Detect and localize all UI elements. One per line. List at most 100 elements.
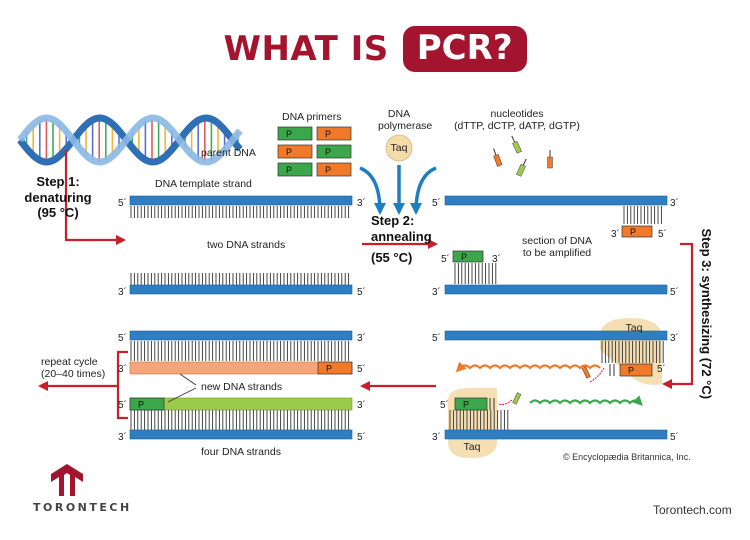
primer-letter: P [286, 129, 292, 139]
website-link[interactable]: Torontech.com [653, 503, 732, 517]
dna-strand [444, 330, 668, 341]
annealing-arrow [410, 166, 437, 215]
taq-label-lower: Taq [463, 441, 481, 453]
nucleotide-tail [522, 158, 527, 166]
primer-box [277, 162, 313, 177]
end-label: 5´ [658, 229, 667, 240]
step1-label: Step 1: denaturing (95 °C) [24, 174, 92, 221]
step2-line2: annealing [371, 228, 432, 244]
section-line1: section of DNA [521, 235, 593, 247]
end-label: 5´ [432, 333, 441, 344]
nucleotide [493, 148, 503, 167]
repeat-cycle-label: repeat cycle (20–40 times) [41, 356, 105, 380]
nucleotide [511, 135, 522, 154]
primer-letter: P [325, 165, 331, 175]
primer-orange: P [277, 144, 313, 159]
primer-letter: P [325, 129, 331, 139]
pointer-line [167, 387, 197, 403]
primer-annealed: P [621, 225, 653, 238]
step1-line1: Step 1: [36, 174, 80, 189]
template-strand [129, 195, 353, 206]
primer-letter: P [461, 252, 467, 262]
step1-arrow [64, 150, 126, 245]
primer-orange: P [316, 162, 352, 177]
primer-box [454, 397, 488, 411]
end-label: 5´ [440, 400, 449, 411]
dna-polymerase-line1: DNA [387, 108, 411, 120]
page-title: WHAT IS PCR? [0, 26, 750, 72]
added-nucleotides [609, 364, 615, 376]
nucleotides-line1: nucleotides [490, 108, 544, 120]
repeat-line2: (20–40 times) [41, 368, 106, 381]
nucleotide-body [512, 140, 522, 154]
primer-box [277, 126, 313, 141]
title-highlight: PCR? [402, 26, 527, 72]
dna-strand [129, 330, 353, 341]
nucleotide [547, 150, 553, 169]
primer-green: P [277, 162, 313, 177]
primer-in-new-strand: P [129, 397, 165, 411]
repeat-line1: repeat cycle [41, 356, 98, 368]
dna-strand [444, 284, 668, 295]
primer-annealed: P [452, 250, 484, 263]
torontech-logo-icon [51, 464, 83, 496]
end-label: 5´ [670, 432, 679, 443]
dna-polymerase-label: DNA polymerase [378, 108, 432, 132]
section-label: section of DNA to be amplified [508, 235, 606, 259]
nucleotide-body [493, 154, 503, 167]
end-label: 3´ [432, 287, 441, 298]
base-pairs [449, 410, 509, 430]
primer-letter: P [326, 364, 332, 374]
step2-line1: Step 2: [371, 213, 415, 228]
nucleotide-body [516, 163, 526, 177]
end-label: 5´ [118, 198, 127, 209]
primer-extending: P [619, 363, 653, 377]
incoming-nucleotide [581, 366, 591, 379]
primer-letter: P [325, 147, 331, 157]
dna-strand [444, 429, 668, 440]
new-strands-label: new DNA strands [201, 381, 283, 393]
parent-dna-helix [17, 114, 243, 166]
primer-letter: P [463, 400, 469, 410]
taq-label-upper: Taq [625, 322, 643, 334]
end-label: 3´ [357, 198, 366, 209]
end-label: 3´ [432, 432, 441, 443]
primer-box [621, 225, 653, 238]
end-label: 5´ [357, 432, 366, 443]
end-label: 3´ [118, 364, 127, 375]
dna-primers-label: DNA primers [282, 111, 342, 123]
base-pairs [130, 206, 350, 218]
step3-label: Step 3: synthesizing (72 °C) [698, 228, 714, 400]
end-label: 3´ [357, 400, 366, 411]
primer-green: P [316, 144, 352, 159]
primer-letter: P [628, 366, 634, 376]
step1-line2: denaturing [24, 189, 92, 205]
nucleotide-body [547, 156, 553, 169]
primer-in-new-strand: P [317, 361, 353, 375]
base-pairs [601, 341, 664, 363]
base-pairs [130, 410, 350, 430]
title-prefix: WHAT IS [223, 29, 389, 69]
nucleotides-line2: (dTTP, dCTP, dATP, dGTP) [454, 120, 580, 133]
end-label: 5´ [441, 254, 450, 265]
end-label: 5´ [657, 364, 666, 375]
incoming-nucleotide [512, 392, 522, 405]
two-strands-label: two DNA strands [207, 239, 286, 251]
nucleotide-tail [511, 135, 516, 143]
end-label: 3´ [670, 198, 679, 209]
copyright-credit: © Encyclopædia Britannica, Inc. [563, 452, 691, 462]
dna-strand [129, 284, 353, 295]
step3-arrow [662, 242, 694, 389]
primer-letter: P [286, 165, 292, 175]
taq-label-polymerase: Taq [390, 142, 408, 154]
incoming-arrow [589, 367, 605, 383]
growing-strand-green [529, 395, 643, 406]
pointer-line [179, 373, 197, 386]
helix-backbone [17, 114, 243, 166]
primer-box [316, 126, 352, 141]
end-label: 3´ [118, 432, 127, 443]
incoming-arrow [497, 399, 513, 405]
primer-green: P [277, 126, 313, 141]
brand-name: TORONTECH [33, 501, 132, 514]
